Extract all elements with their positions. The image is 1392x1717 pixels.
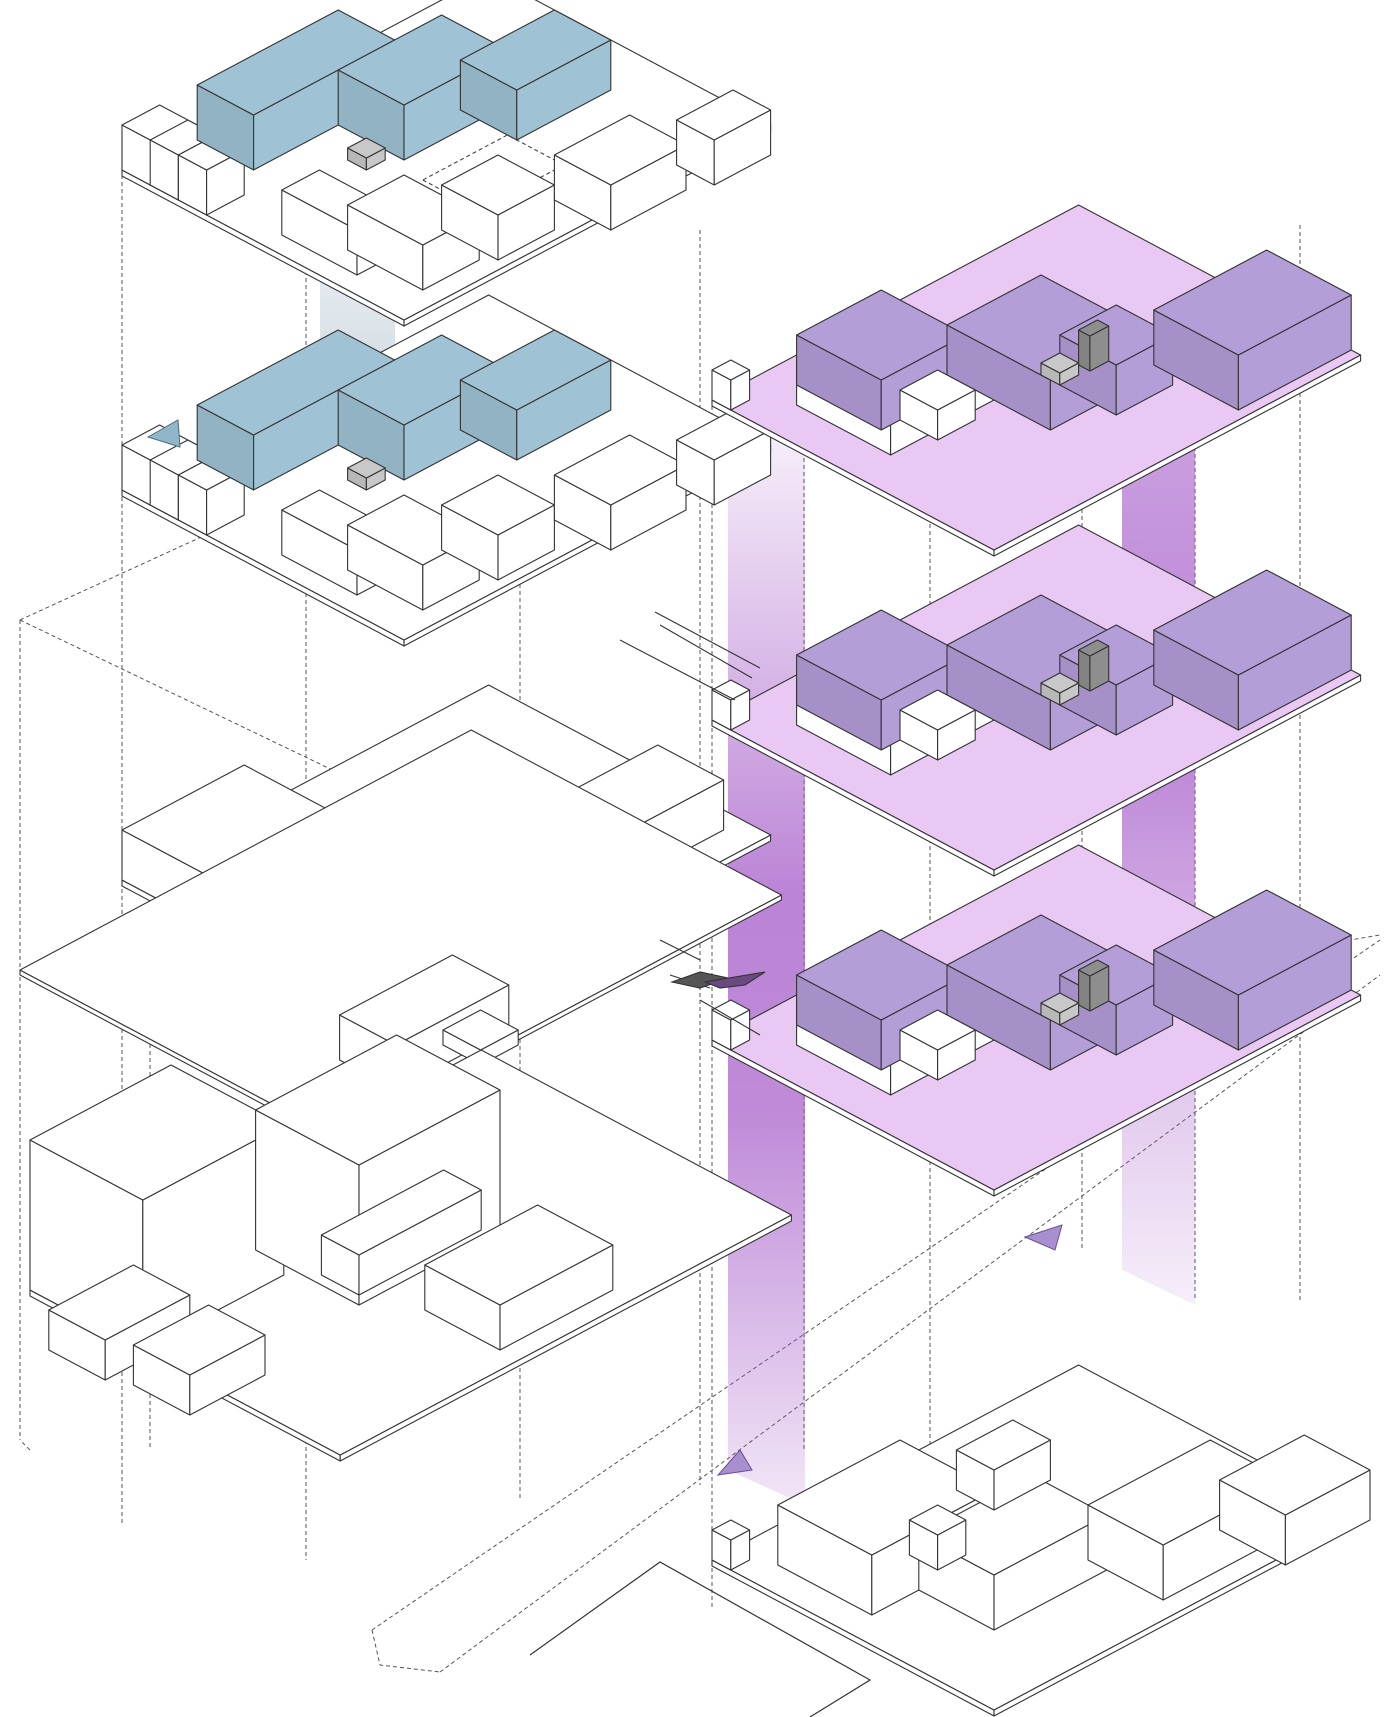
rg-block-e-face-top: [955, 1419, 1051, 1471]
rg-block-d-face-top: [1219, 1434, 1371, 1516]
l2-blue-c-face-top: [459, 329, 612, 411]
l1-blue-c-face-top: [459, 9, 612, 91]
ground-lines: [529, 1561, 872, 1717]
bridges: [619, 611, 766, 1036]
right-tower: [711, 204, 1371, 1717]
l5-row-a-face-top: [320, 1169, 482, 1256]
right-level-2-kiosk-face-top: [711, 679, 751, 701]
right-level-3-stair-face-top: [1078, 959, 1110, 977]
right-level-1-purple-d-face-top: [1153, 249, 1352, 356]
l1-room-h-face-top: [676, 89, 772, 141]
left-tower: [19, 0, 792, 1462]
right-level-1-stair-face-front: [1078, 329, 1091, 372]
l4-block-a-face-top: [339, 954, 510, 1046]
marker-blue-triangle: [146, 419, 181, 448]
right-level-1-room-b-face-top: [899, 369, 976, 411]
rg-core-face-top: [908, 1504, 967, 1536]
l5-hall-b-face-top: [255, 1034, 501, 1166]
l1-core-gray-face-top: [347, 137, 386, 159]
right-level-3-stair-face-front: [1078, 969, 1091, 1012]
right-level-3-kiosk-face-top: [711, 999, 751, 1021]
l2-core-gray-face-top: [347, 457, 386, 479]
right-level-3-room-b-face-top: [899, 1009, 976, 1051]
l5-row-b-face-top: [424, 1204, 614, 1306]
marker-purple-triangle-lower: [716, 1449, 753, 1476]
rg-kiosk-face-top: [711, 1519, 751, 1541]
right-level-3-purple-d-face-top: [1153, 889, 1352, 996]
right-level-2-room-b-face-top: [899, 689, 976, 731]
right-level-1-kiosk-face-top: [711, 359, 751, 381]
position-markers: [146, 419, 1063, 1476]
left-podium-slab-top: [19, 729, 782, 1136]
l5-annex-b-face-top: [132, 1304, 266, 1376]
l5-annex-a-face-top: [48, 1264, 191, 1341]
l4-core-face-top: [442, 1009, 519, 1051]
right-level-1-stair-face-top: [1078, 319, 1110, 337]
right-level-2-purple-d-face-top: [1153, 569, 1352, 676]
right-level-2-stair-face-front: [1078, 649, 1091, 692]
right-level-2-stair-face-top: [1078, 639, 1110, 657]
marker-purple-triangle-upper: [1023, 1224, 1063, 1251]
